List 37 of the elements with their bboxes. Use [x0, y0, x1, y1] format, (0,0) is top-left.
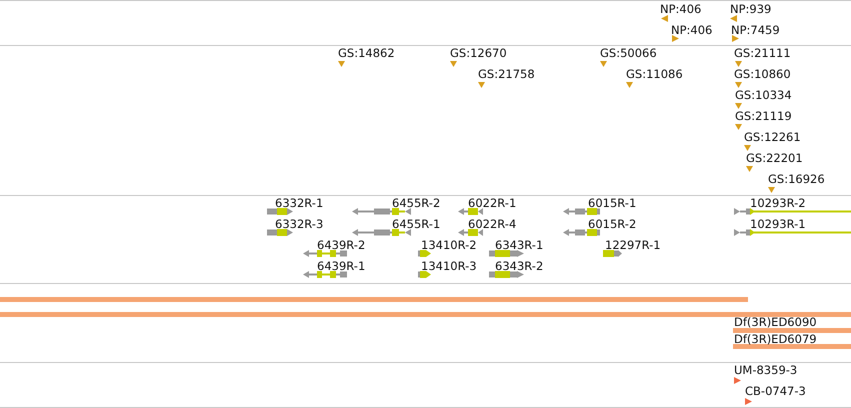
feature-label: GS:21758 [478, 68, 535, 81]
feature-label: GS:11086 [626, 68, 683, 81]
feature-label: Df(3R)ED6079 [734, 333, 817, 346]
feature-label: 6455R-1 [392, 218, 440, 231]
feature-label: 13410R-3 [421, 260, 477, 273]
feature-label: GS:10334 [735, 89, 792, 102]
feature-label: UM-8359-3 [734, 364, 798, 377]
feature-label: 6332R-1 [275, 197, 324, 210]
feature-label: 10293R-1 [750, 218, 806, 231]
feature-label: 12297R-1 [605, 239, 661, 252]
feature-label: GS:12261 [744, 131, 801, 144]
feature-label: GS:22201 [746, 152, 803, 165]
feature-label: 6022R-4 [468, 218, 516, 231]
feature-label: NP:7459 [731, 24, 780, 37]
feature-label: GS:50066 [600, 47, 657, 60]
feature-label: 6015R-2 [588, 218, 636, 231]
feature-label: GS:10860 [734, 68, 791, 81]
feature-label: 10293R-2 [750, 197, 806, 210]
feature-label: GS:12670 [450, 47, 507, 60]
feature-label: 6455R-2 [392, 197, 440, 210]
feature-label: 6439R-1 [317, 260, 366, 273]
feature-label: 13410R-2 [421, 239, 477, 252]
feature-label: CB-0747-3 [745, 385, 806, 398]
feature-label: GS:21111 [734, 47, 791, 60]
feature-label: 6332R-3 [275, 218, 324, 231]
feature-label: GS:16926 [768, 173, 825, 186]
feature-label: 6439R-2 [317, 239, 366, 252]
feature-label: NP:406 [671, 24, 712, 37]
feature-label: 6343R-1 [495, 239, 544, 252]
feature-label: Df(3R)ED6090 [734, 316, 817, 329]
feature-label: GS:21119 [735, 110, 792, 123]
feature-label: GS:14862 [338, 47, 395, 60]
feature-label: 6015R-1 [588, 197, 636, 210]
feature-label: 6343R-2 [495, 260, 544, 273]
feature-label: NP:406 [660, 3, 702, 16]
feature-label: 6022R-1 [468, 197, 516, 210]
feature-label: NP:939 [730, 3, 772, 16]
